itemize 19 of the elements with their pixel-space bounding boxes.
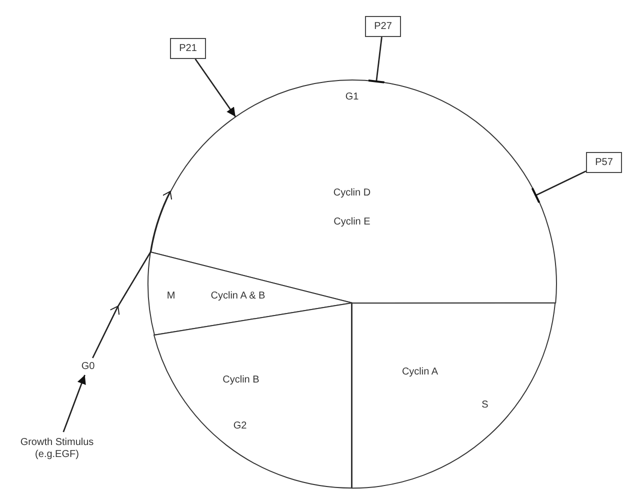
inhibition-line [367,36,386,84]
stimulus-label: Growth Stimulus (e.g.EGF) [19,437,95,461]
phase-label: M [166,290,176,302]
arrow [62,374,86,432]
phase-label: S [482,399,488,410]
phase-label: G1 [345,92,359,102]
cyclin-label: Cyclin D [333,188,371,198]
protein-label: P21 [170,38,206,59]
arrow [194,58,236,117]
cyclin-label: Cyclin E [334,216,370,228]
cyclin-label: Cyclin B [222,374,260,386]
cyclin-label: Cyclin A [402,366,438,378]
inhibition-line [531,170,586,204]
cyclin-label: Cyclin A & B [210,290,266,302]
phase-label: G2 [233,420,247,432]
arrow [92,190,172,358]
protein-label: P27 [365,16,401,37]
protein-label: P57 [586,152,622,173]
phase-label: G0 [81,360,95,372]
